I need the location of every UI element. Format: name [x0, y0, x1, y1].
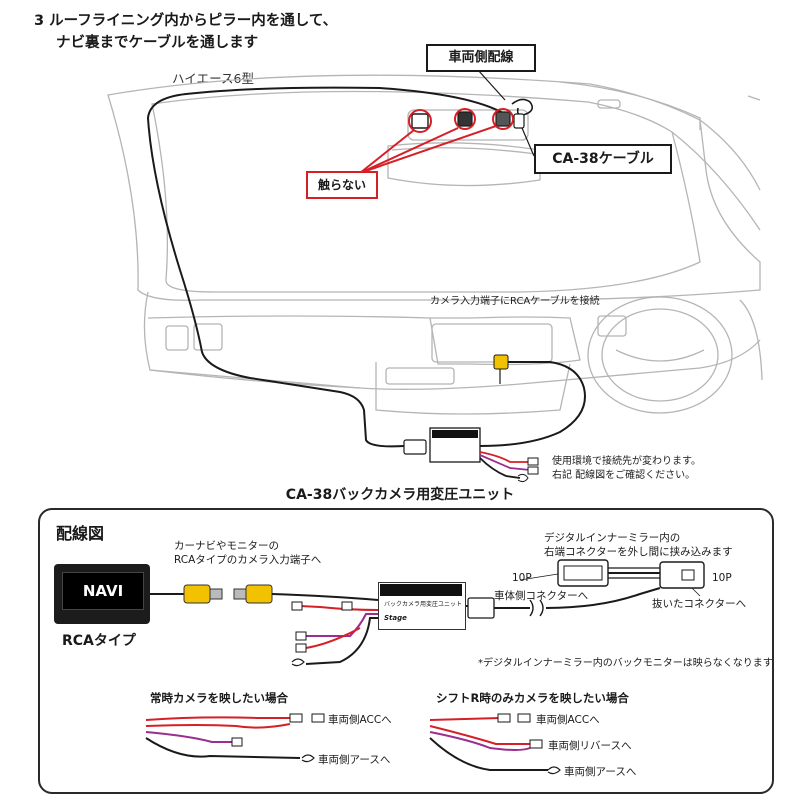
vehicle-wiring-label: 車両側配線	[426, 44, 536, 72]
ground-terminal-icon	[291, 658, 305, 667]
car-outline	[107, 74, 763, 415]
case-reverse-wires	[429, 717, 548, 771]
case-always-title: 常時カメラを映したい場合	[150, 691, 288, 705]
rca-cable-route	[479, 361, 586, 447]
step-heading-line1: 3 ルーフライニング内からピラー内を通して、	[34, 13, 338, 29]
vehicle-wiring-leader	[477, 69, 506, 101]
wiring-diagram-panel	[38, 508, 774, 794]
top-connector	[403, 439, 427, 455]
navi-note-line1: カーナビやモニターの	[174, 540, 279, 552]
case-always-wires	[145, 716, 301, 759]
step-heading-line2: ナビ裏までケーブルを通します	[56, 35, 259, 51]
dont-touch-marks	[359, 108, 514, 174]
case-reverse-ground: 車両側アースへ	[564, 766, 637, 778]
env-note-line1: 使用環境で接続先が変わります。	[552, 456, 701, 467]
navi-note-line2: RCAタイプのカメラ入力端子へ	[174, 554, 322, 566]
mirror-connector-3	[495, 111, 511, 127]
footnote: *デジタルインナーミラー内のバックモニターは映らなくなります	[478, 658, 773, 669]
case-always-acc: 車両側ACCへ	[328, 714, 392, 726]
removed-connector-label: 抜いたコネクターへ	[652, 598, 747, 610]
wiring-diagram-title: 配線図	[56, 524, 105, 543]
do-not-touch-label: 触らない	[306, 171, 378, 199]
env-note-line2: 右記 配線図をご確認ください。	[552, 470, 696, 481]
unit-title: CA-38バックカメラ用変圧ユニット	[285, 487, 515, 503]
mirror-connector-2	[457, 111, 473, 127]
case-reverse-reverse: 車両側リバースへ	[548, 740, 632, 752]
left-10p-label: 10P	[512, 572, 532, 584]
ca38-cable-leader	[521, 127, 535, 157]
body-connector-label: 車体側コネクターへ	[494, 590, 589, 602]
mirror-connector-1	[411, 113, 429, 129]
mirror-note-line1: デジタルインナーミラー内の	[544, 532, 681, 544]
right-10p-label: 10P	[712, 572, 732, 584]
rca-cable-pair	[150, 584, 379, 604]
break-symbol	[529, 599, 544, 617]
case-reverse-title: シフトR時のみカメラを映したい場合	[436, 691, 629, 705]
conversion-unit-brand: Stage	[384, 614, 407, 622]
terminal-connectors	[291, 601, 353, 653]
car-model-label: ハイエース6型	[172, 71, 254, 86]
ca38-cable-label: CA-38ケーブル	[534, 144, 672, 174]
case-reverse-acc: 車両側ACCへ	[536, 714, 600, 726]
mirror-note-line2: 右端コネクターを外し間に挟み込みます	[544, 546, 733, 558]
rca-type-label: RCAタイプ	[62, 633, 136, 649]
conversion-unit-label: バックカメラ用変圧ユニット	[384, 601, 463, 608]
step-heading: 3 ルーフライニング内からピラー内を通して、 ナビ裏までケーブルを通します	[34, 10, 337, 54]
camera-input-note: カメラ入力端子にRCAケーブルを接続	[430, 296, 600, 307]
ca38-connector	[513, 113, 525, 129]
conversion-unit-band	[380, 584, 462, 596]
navi-screen-label: NAVI	[62, 572, 144, 610]
ca38-cable-route	[146, 86, 506, 448]
vehicle-wire-coil	[511, 98, 534, 116]
rca-plug-yellow	[493, 354, 509, 370]
case-always-ground: 車両側アースへ	[318, 754, 391, 766]
